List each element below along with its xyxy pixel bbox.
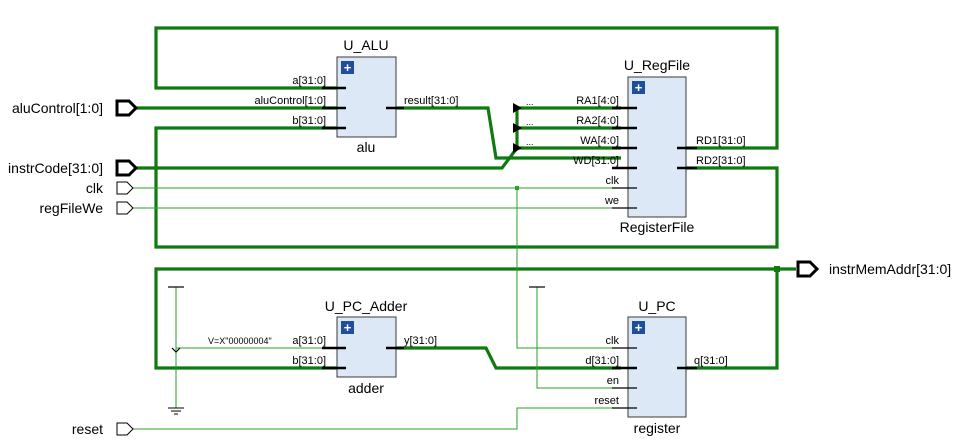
regfile-module-name: RegisterFile [620,219,695,235]
adder-pin-a: a[31:0] [292,335,326,347]
port-label-instrmemaddr: instrMemAddr[31:0] [829,261,951,277]
alu-instance-name: U_ALU [343,37,388,53]
port-label-clk: clk [86,180,104,196]
alu-block[interactable]: U_ALU + a[31:0] aluControl[1:0] b[31:0] … [254,37,458,155]
adder-pin-b: b[31:0] [292,355,326,367]
regfile-expand-glyph: + [635,80,643,95]
adder-y-wire[interactable] [392,346,621,370]
adder-expand-icon[interactable] [341,321,354,334]
wires: ... ... ... [133,26,796,430]
adder-module-name: adder [348,380,384,396]
adder-instance-name: U_PC_Adder [325,298,408,314]
instrcode-wire[interactable] [136,147,519,170]
pc-expand-icon[interactable] [632,321,645,334]
pc-pin-reset: reset [595,395,619,407]
slice-mark-wa: ... [526,137,534,147]
regfile-pin-we: we [604,195,619,207]
regfile-pin-wa: WA[4:0] [580,135,619,147]
port-instrmemaddr[interactable] [796,260,820,278]
pc-pin-clk: clk [606,335,620,347]
port-label-regfilewe: regFileWe [39,200,103,216]
alu-pin-b: b[31:0] [292,115,326,127]
rd1-loop-wire[interactable] [154,26,779,150]
slice-mark-ra1: ... [526,97,534,107]
port-label-alucontrol: aluControl[1:0] [12,100,103,116]
rd2-loop-wire[interactable] [154,126,779,249]
junction-dot [774,266,780,272]
port-instrcode[interactable] [115,159,139,177]
regfile-body[interactable] [627,76,687,218]
slice-arrow-wa [513,143,522,153]
port-label-reset: reset [72,421,103,437]
pc-instance-name: U_PC [638,298,675,314]
en-wire[interactable] [536,287,621,389]
clk-junction-dot [515,186,519,190]
regfile-instance-name: U_RegFile [624,57,690,73]
reset-wire[interactable] [133,407,621,430]
port-clk[interactable] [116,181,134,195]
pc-q-wire[interactable] [677,267,796,370]
clk-pc-wire[interactable] [516,188,621,349]
pc-module-name: register [634,420,681,436]
port-reset[interactable] [116,422,134,436]
alu-module-name: alu [357,139,376,155]
port-regfilewe[interactable] [116,201,134,215]
pc-feedback-wire[interactable] [154,267,777,370]
regfile-pin-rd1: RD1[31:0] [696,135,746,147]
regfile-pin-ra2: RA2[4:0] [576,115,619,127]
alu-pin-result: result[31:0] [404,95,458,107]
port-label-instrcode: instrCode[31:0] [8,160,103,176]
pc-pin-en: en [607,375,619,387]
slice-arrow-ra1 [513,103,522,113]
port-alucontrol[interactable] [115,99,139,117]
pc-pin-d: d[31:0] [585,355,619,367]
alu-result-wire[interactable] [392,106,621,160]
adder-block[interactable]: U_PC_Adder + a[31:0] b[31:0] y[31:0] V=X… [208,298,437,396]
regfile-block[interactable]: U_RegFile + RA1[4:0] RA2[4:0] WA[4:0] WD… [573,57,745,235]
alu-pin-alucontrol: aluControl[1:0] [254,95,326,107]
alu-expand-glyph: + [344,60,352,75]
regfile-pin-ra1: RA1[4:0] [576,95,619,107]
alu-expand-icon[interactable] [341,61,354,74]
regfile-pin-clk: clk [606,175,620,187]
ground-icon [168,407,184,415]
adder-pin-y: y[31:0] [404,335,437,347]
pc-pin-q: q[31:0] [694,355,728,367]
adder-expand-glyph: + [344,320,352,335]
alu-pin-a: a[31:0] [292,75,326,87]
adder-constant-label: V=X"00000004" [208,336,272,346]
regfile-pin-wd: WD[31:0] [573,155,619,167]
regfile-pin-rd2: RD2[31:0] [696,155,746,167]
pc-expand-glyph: + [635,320,643,335]
top-ports: aluControl[1:0] instrCode[31:0] clk regF… [8,99,951,437]
pc-block[interactable]: U_PC + clk d[31:0] en reset q[31:0] regi… [585,298,727,436]
slice-mark-ra2: ... [526,117,534,127]
slice-arrow-ra2 [513,123,522,133]
regfile-expand-icon[interactable] [632,81,645,94]
constant-chevron [171,347,181,353]
